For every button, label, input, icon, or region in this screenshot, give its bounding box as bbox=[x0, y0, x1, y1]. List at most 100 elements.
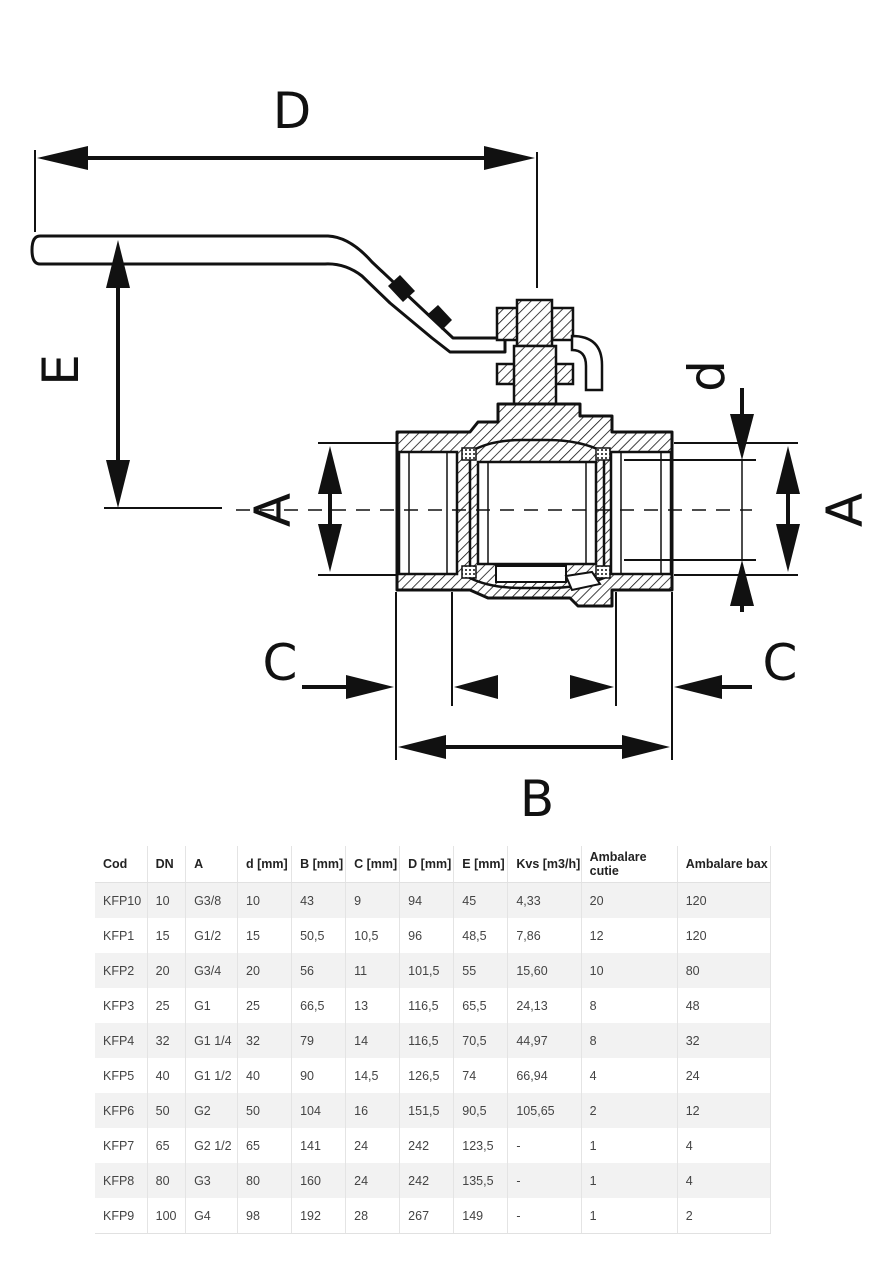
table-cell: 116,5 bbox=[399, 1023, 455, 1058]
table-cell: 242 bbox=[399, 1128, 455, 1163]
table-cell: 14 bbox=[345, 1023, 401, 1058]
table-cell: 90 bbox=[291, 1058, 347, 1093]
table-cell: 267 bbox=[399, 1198, 455, 1234]
table-cell: 105,65 bbox=[507, 1093, 582, 1128]
table-cell: 123,5 bbox=[453, 1128, 509, 1163]
table-cell: G1 bbox=[185, 988, 239, 1023]
label-a-left: A bbox=[244, 493, 302, 527]
table-cell: 50,5 bbox=[291, 918, 347, 953]
table-cell: G3/4 bbox=[185, 953, 239, 988]
label-c-right: C bbox=[763, 634, 798, 692]
label-c-left: C bbox=[263, 634, 298, 692]
ball-valve-drawing: D E bbox=[30, 82, 874, 828]
table-cell: 1 bbox=[581, 1163, 678, 1198]
table-cell: 116,5 bbox=[399, 988, 455, 1023]
table-cell: KFP6 bbox=[95, 1093, 148, 1128]
table-cell: 10 bbox=[147, 882, 187, 918]
table-cell: G4 bbox=[185, 1198, 239, 1234]
table-cell: 74 bbox=[453, 1058, 509, 1093]
table-cell: 192 bbox=[291, 1198, 347, 1234]
table-cell: KFP2 bbox=[95, 953, 148, 988]
table-cell: 45 bbox=[453, 882, 509, 918]
column-header: Ambalare bax bbox=[677, 846, 772, 883]
column-header: Cod bbox=[95, 846, 148, 883]
table-cell: 48,5 bbox=[453, 918, 509, 953]
table-cell: 15,60 bbox=[507, 953, 582, 988]
table-cell: G3/8 bbox=[185, 882, 239, 918]
column-header: Kvs [m3/h] bbox=[507, 846, 582, 883]
table-cell: 28 bbox=[345, 1198, 401, 1234]
table-cell: 12 bbox=[581, 918, 678, 953]
column-header: DN bbox=[147, 846, 187, 883]
table-cell: 56 bbox=[291, 953, 347, 988]
column-header: B [mm] bbox=[291, 846, 347, 883]
table-cell: 90,5 bbox=[453, 1093, 509, 1128]
table-cell: 65 bbox=[237, 1128, 293, 1163]
table-cell: 4 bbox=[677, 1128, 772, 1163]
table-cell: G1 1/4 bbox=[185, 1023, 239, 1058]
table-cell: 10 bbox=[581, 953, 678, 988]
table-cell: 40 bbox=[147, 1058, 187, 1093]
table-cell: 141 bbox=[291, 1128, 347, 1163]
column-header: d [mm] bbox=[237, 846, 293, 883]
table-cell: 79 bbox=[291, 1023, 347, 1058]
table-cell: 15 bbox=[237, 918, 293, 953]
column-header: D [mm] bbox=[399, 846, 455, 883]
table-cell: 120 bbox=[677, 918, 772, 953]
table-cell: 8 bbox=[581, 988, 678, 1023]
table-cell: KFP5 bbox=[95, 1058, 148, 1093]
table-cell: 1 bbox=[581, 1198, 678, 1234]
table-cell: 80 bbox=[237, 1163, 293, 1198]
label-d: D bbox=[273, 82, 312, 140]
table-cell: 242 bbox=[399, 1163, 455, 1198]
table-cell: KFP9 bbox=[95, 1198, 148, 1234]
table-cell: 15 bbox=[147, 918, 187, 953]
table-cell: 50 bbox=[147, 1093, 187, 1128]
table-cell: KFP8 bbox=[95, 1163, 148, 1198]
table-cell: 4 bbox=[581, 1058, 678, 1093]
table-cell: 14,5 bbox=[345, 1058, 401, 1093]
table-cell: G1/2 bbox=[185, 918, 239, 953]
table-header-row: Cod DN A d [mm] B [mm] C [mm] D [mm] E [… bbox=[95, 846, 772, 883]
label-a-right: A bbox=[816, 493, 874, 527]
dimension-a-right-thread: A bbox=[674, 442, 874, 576]
table-cell: 96 bbox=[399, 918, 455, 953]
table-cell: 10 bbox=[237, 882, 293, 918]
table-cell: 20 bbox=[147, 953, 187, 988]
table-cell: 11 bbox=[345, 953, 401, 988]
label-e: E bbox=[32, 354, 90, 386]
column-header: A bbox=[185, 846, 239, 883]
table-cell: 7,86 bbox=[507, 918, 582, 953]
table-cell: 135,5 bbox=[453, 1163, 509, 1198]
table-cell: 32 bbox=[237, 1023, 293, 1058]
table-cell: G2 bbox=[185, 1093, 239, 1128]
table-cell: 80 bbox=[677, 953, 772, 988]
table-cell: 149 bbox=[453, 1198, 509, 1234]
table-cell: G3 bbox=[185, 1163, 239, 1198]
label-d-bore: d bbox=[678, 360, 736, 392]
table-cell: 50 bbox=[237, 1093, 293, 1128]
table-cell: 65,5 bbox=[453, 988, 509, 1023]
table-cell: 65 bbox=[147, 1128, 187, 1163]
dimension-d-bore: d bbox=[624, 360, 756, 612]
table-cell: - bbox=[507, 1128, 582, 1163]
table-cell: - bbox=[507, 1198, 582, 1234]
table-cell: 160 bbox=[291, 1163, 347, 1198]
table-cell: 66,5 bbox=[291, 988, 347, 1023]
column-header: C [mm] bbox=[345, 846, 401, 883]
table-cell: KFP3 bbox=[95, 988, 148, 1023]
table-cell: 32 bbox=[147, 1023, 187, 1058]
table-cell: 24 bbox=[345, 1128, 401, 1163]
table-cell: 10,5 bbox=[345, 918, 401, 953]
table-cell: KFP7 bbox=[95, 1128, 148, 1163]
table-cell: 20 bbox=[237, 953, 293, 988]
table-cell: KFP4 bbox=[95, 1023, 148, 1058]
